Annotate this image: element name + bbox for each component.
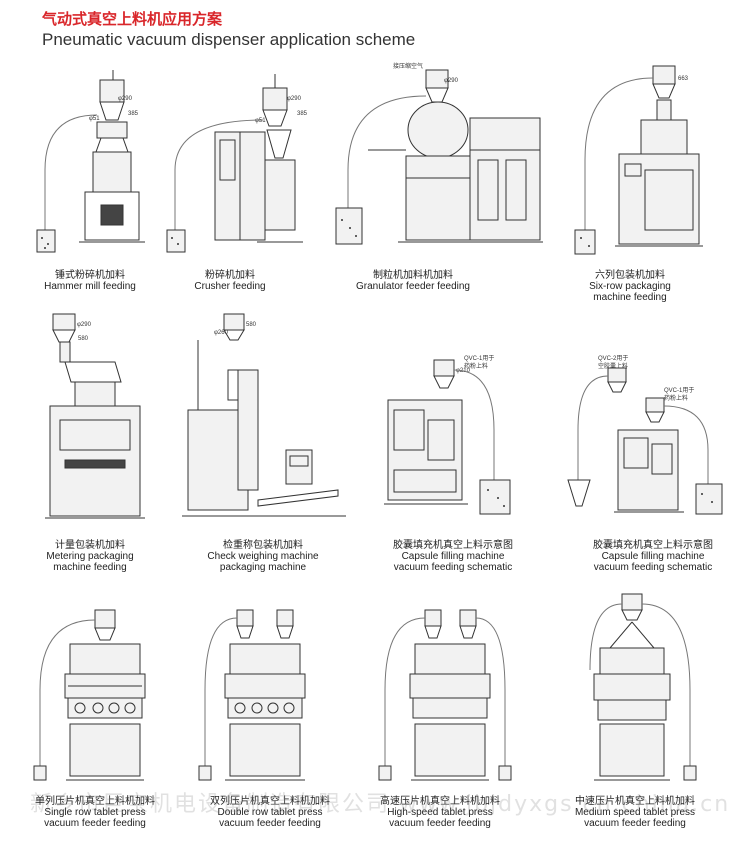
caption-en: machine feeding (593, 292, 667, 303)
double-row-press-illustration (198, 609, 306, 781)
caption-en: Capsule filling machine (401, 551, 505, 562)
scheme-high-speed-press: 高速压片机真空上料机加料 High-speed tablet press vac… (355, 590, 525, 850)
caption-en: vacuum feeder feeding (219, 818, 321, 829)
caption-cn: 胶囊填充机真空上料示意图 (393, 540, 513, 551)
caption-en: machine feeding (53, 562, 127, 573)
page-title-en: Pneumatic vacuum dispenser application s… (42, 30, 416, 49)
caption-cn: 六列包装机加料 (595, 270, 665, 281)
caption-en: High-speed tablet press (387, 807, 493, 818)
caption-cn: 粉碎机加料 (205, 270, 255, 281)
caption-en: Metering packaging (46, 551, 134, 562)
scheme-granulator: 接压缩空气 φ290 制粒机加料机加料 Granulator feeder fe… (328, 60, 543, 320)
hammer-mill-illustration: φ290 385 φ51 (36, 70, 145, 253)
caption-cn: 高速压片机真空上料机加料 (380, 796, 500, 807)
high-speed-press-illustration (378, 609, 512, 781)
caption-en: vacuum feeder feeding (584, 818, 686, 829)
caption-cn: 中速压片机真空上料机加料 (575, 796, 695, 807)
caption-en: vacuum feeding schematic (593, 562, 713, 573)
caption-en: Six-row packaging (589, 281, 671, 292)
capsule-filling-illustration: QVC-1用于 药粉上料 φ210 (384, 355, 511, 515)
caption: 粉碎机加料 Crusher feeding (145, 270, 315, 292)
svg-text:580: 580 (246, 322, 257, 328)
caption-en: Crusher feeding (194, 281, 266, 292)
check-weighing-illustration: φ260 580 (182, 313, 346, 517)
granulator-illustration: 接压缩空气 φ290 (335, 62, 543, 245)
svg-text:φ290: φ290 (444, 78, 459, 84)
caption: 单列压片机真空上料机加料 Single row tablet press vac… (10, 796, 180, 829)
caption: 高速压片机真空上料机加料 High-speed tablet press vac… (355, 796, 525, 829)
svg-text:药粉上料: 药粉上料 (664, 394, 688, 402)
svg-text:φ290: φ290 (77, 322, 92, 328)
scheme-metering-packaging: φ290 580 计量包装机加料 Metering packaging mach… (5, 310, 175, 573)
caption-en: Capsule filling machine (601, 551, 705, 562)
svg-text:QVC-1用于: QVC-1用于 (664, 387, 694, 394)
caption: 锤式粉碎机加料 Hammer mill feeding (5, 270, 175, 292)
svg-text:φ51: φ51 (89, 116, 100, 122)
caption-cn: 胶囊填充机真空上料示意图 (593, 540, 713, 551)
svg-text:QVC-2用于: QVC-2用于 (598, 355, 628, 362)
caption-en: Check weighing machine (207, 551, 319, 562)
scheme-double-row-press: 双列压片机真空上料机加料 Double row tablet press vac… (185, 590, 355, 850)
six-row-packaging-illustration: 663 (574, 65, 703, 255)
caption-en: vacuum feeder feeding (389, 818, 491, 829)
caption: 制粒机加料机加料 Granulator feeder feeding (328, 270, 498, 292)
caption-cn: 单列压片机真空上料机加料 (35, 796, 155, 807)
scheme-medium-speed-press: 中速压片机真空上料机加料 Medium speed tablet press v… (550, 590, 720, 850)
caption-cn: 检重称包装机加料 (223, 540, 303, 551)
svg-text:φ51: φ51 (255, 118, 266, 124)
svg-text:φ290: φ290 (118, 96, 133, 102)
caption-en: Hammer mill feeding (44, 281, 136, 292)
caption: 计量包装机加料 Metering packaging machine feedi… (5, 540, 175, 573)
svg-text:接压缩空气: 接压缩空气 (393, 62, 423, 70)
caption-en: packaging machine (219, 562, 307, 573)
svg-text:385: 385 (297, 111, 308, 117)
caption-en: Medium speed tablet press (574, 807, 696, 818)
caption: 胶囊填充机真空上料示意图 Capsule filling machine vac… (568, 540, 738, 573)
svg-text:药粉上料: 药粉上料 (464, 362, 488, 370)
caption-cn: 双列压片机真空上料机加料 (210, 796, 330, 807)
scheme-single-row-press: 单列压片机真空上料机加料 Single row tablet press vac… (10, 590, 180, 850)
single-row-press-illustration (33, 609, 146, 781)
svg-text:φ260: φ260 (214, 330, 229, 336)
caption: 胶囊填充机真空上料示意图 Capsule filling machine vac… (368, 540, 538, 573)
svg-text:φ290: φ290 (287, 96, 302, 102)
svg-text:580: 580 (78, 336, 89, 342)
caption: 双列压片机真空上料机加料 Double row tablet press vac… (185, 796, 355, 829)
medium-speed-press-illustration (589, 593, 697, 781)
metering-packaging-illustration: φ290 580 (45, 313, 145, 519)
svg-text:QVC-1用于: QVC-1用于 (464, 355, 494, 362)
caption-en: Granulator feeder feeding (356, 281, 470, 292)
scheme-hammer-mill: φ290 385 φ51 锤式粉碎机加料 Hammer mill feeding (5, 60, 175, 320)
scheme-six-row-packaging: 663 六列包装机加料 Six-row packaging machine fe… (545, 60, 715, 320)
scheme-crusher: φ290 385 φ51 粉碎机加料 Crusher feeding (145, 60, 315, 320)
caption-en: Double row tablet press (217, 807, 323, 818)
caption-cn: 计量包装机加料 (55, 540, 125, 551)
caption-cn: 制粒机加料机加料 (373, 270, 453, 281)
watermark: 新乡市巨宝机电设备制造有限公司 www.jbjdyxgs.cn.china.cn (30, 792, 731, 817)
caption-cn: 锤式粉碎机加料 (55, 270, 125, 281)
svg-text:空胶囊上料: 空胶囊上料 (598, 362, 628, 370)
caption-en: vacuum feeder feeding (44, 818, 146, 829)
caption-en: Single row tablet press (44, 807, 146, 818)
caption: 六列包装机加料 Six-row packaging machine feedin… (545, 270, 715, 303)
scheme-capsule-filling-2: QVC-2用于 空胶囊上料 QVC-1用于 药粉上料 胶囊填充机真空上料示意图 … (567, 310, 738, 573)
svg-text:385: 385 (128, 111, 139, 117)
page-title-cn: 气动式真空上料机应用方案 (42, 11, 223, 28)
caption: 中速压片机真空上料机加料 Medium speed tablet press v… (550, 796, 720, 829)
svg-text:663: 663 (678, 76, 689, 82)
scheme-check-weighing: φ260 580 检重称包装机加料 Check weighing machine… (178, 310, 348, 573)
caption: 检重称包装机加料 Check weighing machine packagin… (178, 540, 348, 573)
crusher-illustration: φ290 385 φ51 (166, 74, 308, 253)
caption-en: vacuum feeding schematic (393, 562, 513, 573)
capsule-filling-dual-illustration: QVC-2用于 空胶囊上料 QVC-1用于 药粉上料 (567, 355, 723, 515)
scheme-capsule-filling-1: QVC-1用于 药粉上料 φ210 胶囊填充机真空上料示意图 Capsule f… (368, 310, 538, 573)
